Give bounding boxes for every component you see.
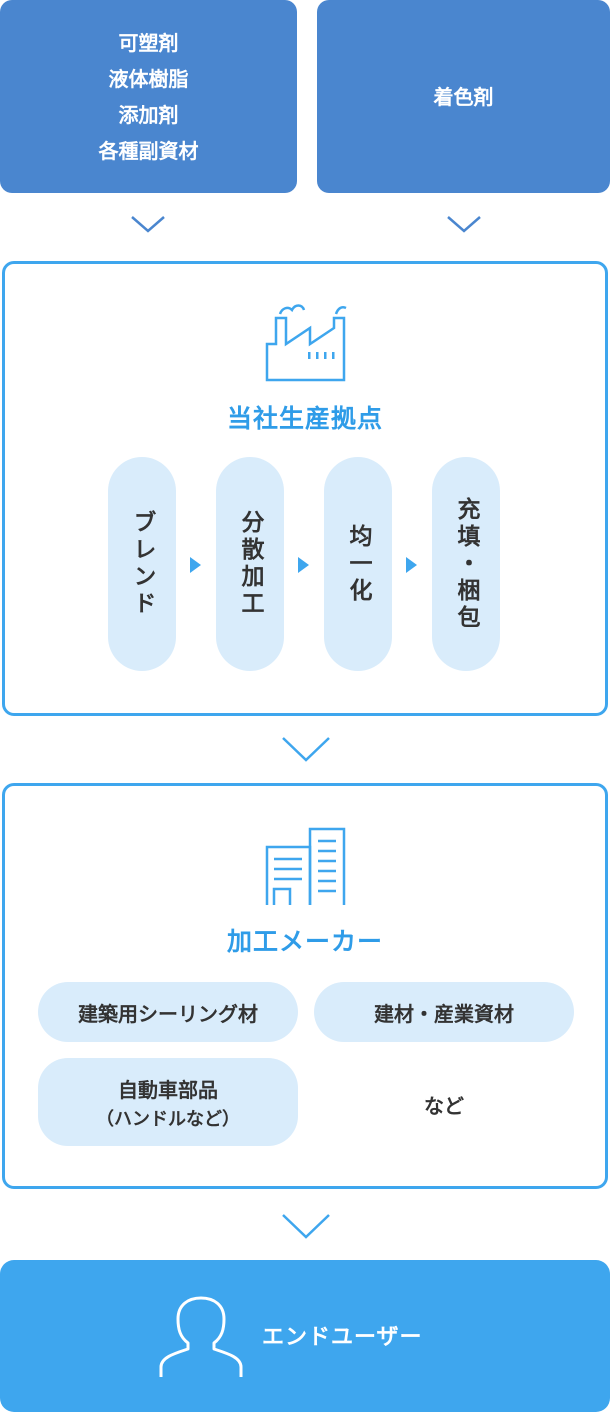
process-step-label: 充填・梱包 <box>453 496 479 632</box>
chevron-down-icon <box>446 214 482 234</box>
processing-maker-title: 加工メーカー <box>226 927 383 956</box>
product-tag-sublabel: （ハンドルなど） <box>96 1108 240 1130</box>
product-tag-label: 建材・産業資材 <box>374 1001 514 1026</box>
arrow-right-icon <box>190 557 201 573</box>
material-line: 可塑剤 <box>118 30 179 55</box>
material-line: 添加剤 <box>118 102 179 127</box>
arrow-right-icon <box>406 557 417 573</box>
chevron-down-icon <box>281 735 331 763</box>
input-box-colorant: 着色剤 <box>317 0 610 193</box>
buildings-icon <box>264 825 348 911</box>
product-tag-label: 建築用シーリング材 <box>78 1001 258 1026</box>
product-tag-auto: 自動車部品 （ハンドルなど） <box>38 1058 298 1146</box>
process-step-label: ブレンド <box>129 510 155 618</box>
process-step-label: 分散加工 <box>237 510 263 618</box>
colorant-label: 着色剤 <box>433 84 494 109</box>
material-line: 液体樹脂 <box>108 66 189 91</box>
process-step-homogenize: 均一化 <box>324 457 392 671</box>
end-user-box <box>0 1260 610 1412</box>
product-tag-sealing: 建築用シーリング材 <box>38 982 298 1042</box>
process-step-blend: ブレンド <box>108 457 176 671</box>
process-step-dispersion: 分散加工 <box>216 457 284 671</box>
factory-icon <box>264 302 348 386</box>
process-step-label: 均一化 <box>345 523 371 605</box>
arrow-right-icon <box>298 557 309 573</box>
production-base-panel <box>2 261 608 716</box>
input-box-materials: 可塑剤 液体樹脂 添加剤 各種副資材 <box>0 0 297 193</box>
end-user-label: エンドユーザー <box>262 1325 423 1350</box>
product-tag-industrial: 建材・産業資材 <box>314 982 574 1042</box>
product-tag-label: 自動車部品 <box>118 1077 218 1102</box>
material-line: 各種副資材 <box>98 138 199 163</box>
process-step-fill-pack: 充填・梱包 <box>432 457 500 671</box>
chevron-down-icon <box>130 214 166 234</box>
user-icon <box>158 1295 244 1383</box>
chevron-down-icon <box>281 1212 331 1240</box>
etc-label: など <box>424 1094 464 1118</box>
production-base-title: 当社生産拠点 <box>226 404 383 433</box>
